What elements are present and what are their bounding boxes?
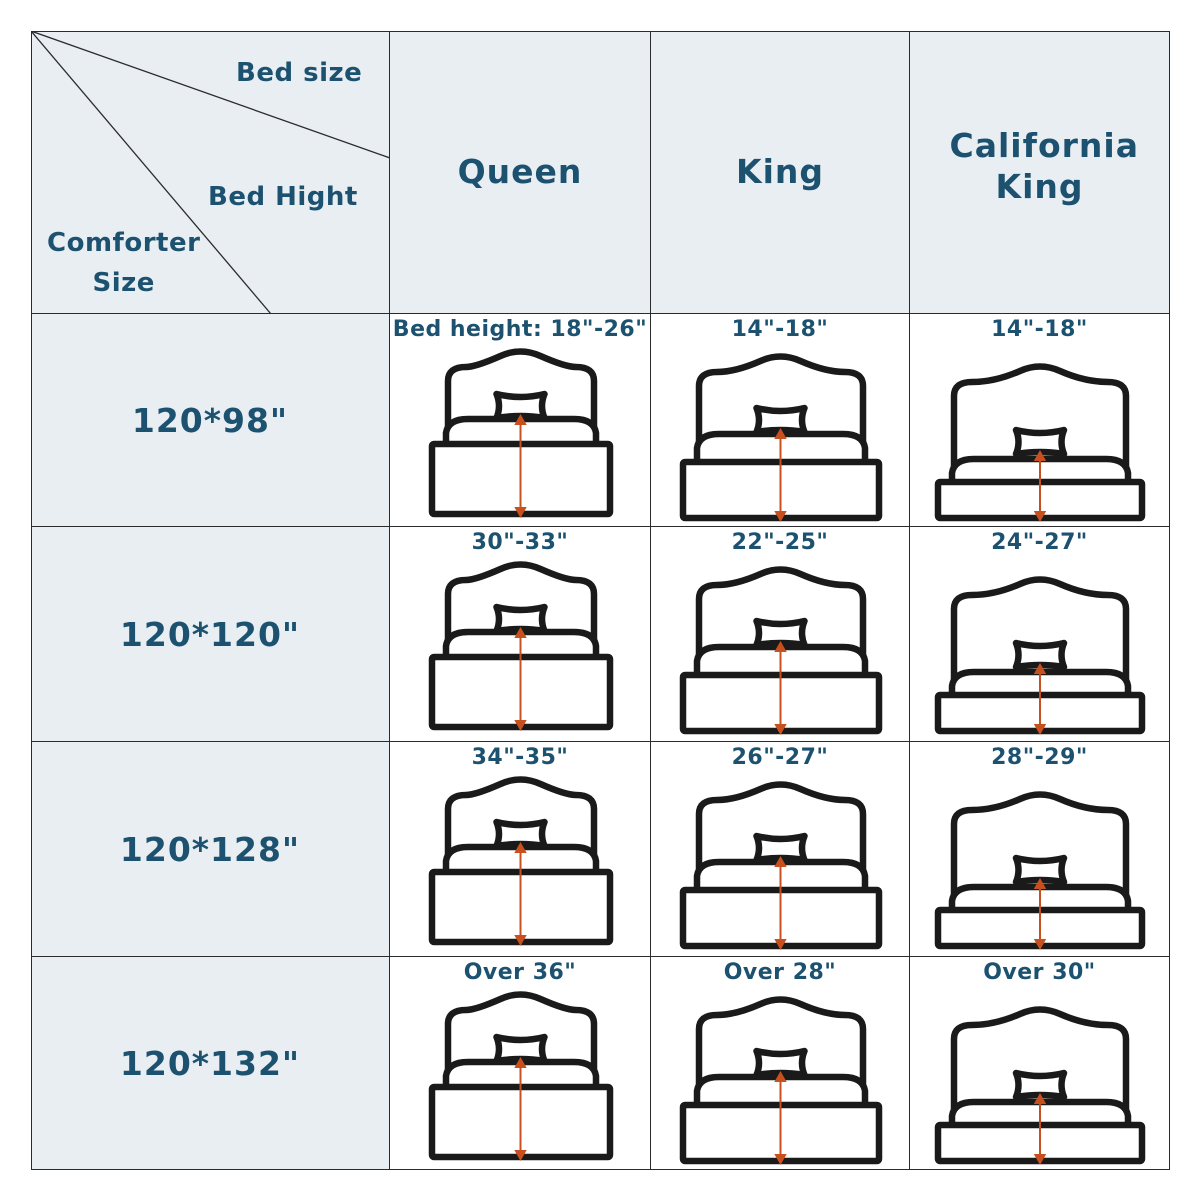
headboard	[695, 996, 867, 1109]
bed-height-label: Over 28"	[723, 960, 837, 985]
bed-cell: 26"-27"	[651, 742, 910, 957]
comforter-label-line2: Size	[92, 268, 155, 299]
pillow-icon	[1012, 426, 1068, 458]
bed-with-headboard-icon	[428, 991, 614, 1162]
bed-with-headboard-icon	[934, 576, 1146, 736]
bed-with-headboard-icon	[679, 996, 883, 1166]
comforter-size-chart: Bed size Bed Hight Comforter Size Queen …	[31, 31, 1170, 1170]
bed-cell: Over 36"	[390, 957, 651, 1170]
comforter-size-value: 120*128"	[119, 829, 301, 869]
bed-with-headboard-icon	[428, 561, 614, 732]
comforter-size-value: 120*120"	[119, 614, 301, 654]
bed-height-label: Over 36"	[463, 960, 577, 985]
double-arrow-height-icon	[1033, 449, 1047, 523]
column-header-label: King	[736, 152, 824, 192]
bed-cell: 22"-25"	[651, 527, 910, 742]
pillow-icon	[1012, 639, 1068, 671]
row-label-4: 120*132"	[31, 957, 390, 1170]
corner-cell: Bed size Bed Hight Comforter Size	[31, 31, 390, 314]
column-header-label: California King	[949, 125, 1139, 206]
bed-with-headboard-icon	[679, 353, 883, 523]
bed-size-label: Bed size	[236, 58, 363, 88]
row-label-2: 120*120"	[31, 527, 390, 742]
bed-with-headboard-icon	[428, 776, 614, 947]
comforter-size-value: 120*98"	[131, 400, 289, 440]
double-arrow-height-icon	[774, 855, 787, 951]
headboard	[695, 353, 867, 466]
double-arrow-height-icon	[774, 1070, 787, 1166]
bed-cell: 24"-27"	[910, 527, 1170, 742]
bed-with-headboard-icon	[679, 781, 883, 951]
double-arrow-height-icon	[1033, 877, 1047, 951]
double-arrow-height-icon	[774, 427, 787, 523]
column-header-california-king: California King	[910, 31, 1170, 314]
bed-cell: 34"-35"	[390, 742, 651, 957]
double-arrow-height-icon	[514, 413, 527, 519]
bed-height-label: Bed height: 18"-26"	[392, 317, 648, 342]
bed-cell: 30"-33"	[390, 527, 651, 742]
bed-height-label: 30"-33"	[471, 530, 569, 555]
headboard	[444, 348, 598, 448]
bed-height-label: 14"-18"	[991, 317, 1088, 342]
headboard	[950, 791, 1130, 914]
bed-cell: Over 30"	[910, 957, 1170, 1170]
comforter-label-line1: Comforter	[47, 228, 201, 258]
bed-height-label: 28"-29"	[991, 745, 1088, 770]
headboard	[444, 991, 598, 1091]
double-arrow-height-icon	[1033, 662, 1047, 736]
double-arrow-height-icon	[774, 640, 787, 736]
bed-with-headboard-icon	[934, 1006, 1146, 1166]
bed-with-headboard-icon	[934, 363, 1146, 523]
bed-cell: 28"-29"	[910, 742, 1170, 957]
bed-with-headboard-icon	[934, 791, 1146, 951]
bed-cell: Bed height: 18"-26"	[390, 314, 651, 527]
comforter-size-value: 120*132"	[119, 1043, 301, 1083]
bed-height-label: 24"-27"	[991, 530, 1088, 555]
headboard	[444, 776, 598, 876]
bed-height-label: 34"-35"	[471, 745, 569, 770]
pillow-icon	[1012, 1069, 1068, 1101]
bed-with-headboard-icon	[679, 566, 883, 736]
bed-with-headboard-icon	[428, 348, 614, 519]
column-header-king: King	[651, 31, 910, 314]
corner-diagonal-lines	[31, 31, 390, 314]
column-header-queen: Queen	[390, 31, 651, 314]
comforter-size-label: Comforter Size	[47, 223, 200, 304]
headboard	[950, 576, 1130, 699]
headboard	[950, 1006, 1130, 1129]
bed-height-label: Over 30"	[983, 960, 1096, 985]
pillow-icon	[1012, 854, 1068, 886]
double-arrow-height-icon	[514, 1056, 527, 1162]
bed-height-label: Bed Hight	[208, 182, 358, 212]
bed-height-label: 14"-18"	[731, 317, 829, 342]
column-header-label: Queen	[457, 152, 583, 192]
double-arrow-height-icon	[1033, 1092, 1047, 1166]
double-arrow-height-icon	[514, 626, 527, 732]
bed-height-label: 22"-25"	[731, 530, 829, 555]
bed-cell: Over 28"	[651, 957, 910, 1170]
headboard	[695, 781, 867, 894]
headboard	[950, 363, 1130, 486]
bed-cell: 14"-18"	[651, 314, 910, 527]
bed-height-label: 26"-27"	[731, 745, 829, 770]
row-label-1: 120*98"	[31, 314, 390, 527]
double-arrow-height-icon	[514, 841, 527, 947]
row-label-3: 120*128"	[31, 742, 390, 957]
bed-cell: 14"-18"	[910, 314, 1170, 527]
headboard	[444, 561, 598, 661]
headboard	[695, 566, 867, 679]
